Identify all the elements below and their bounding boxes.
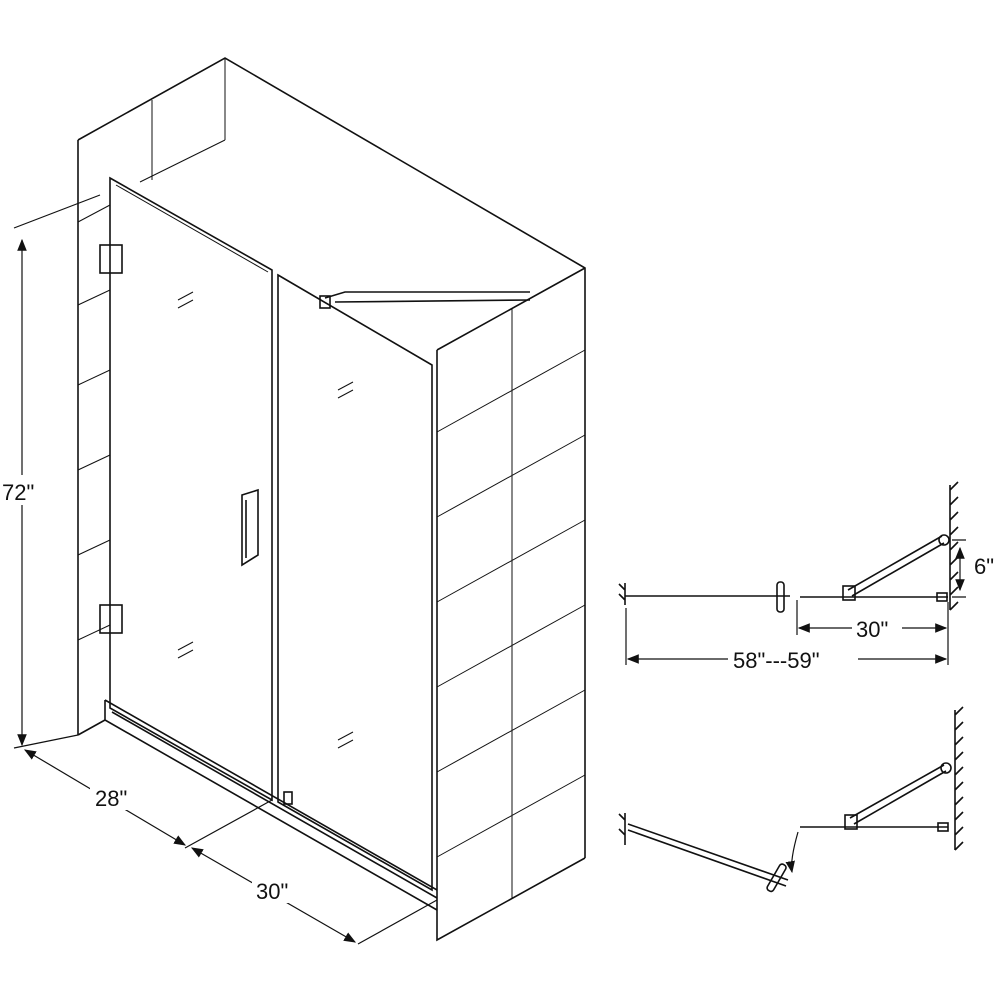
total-width-label: 58"---59" <box>733 648 820 673</box>
hinged-door <box>99 176 273 802</box>
top-hinge <box>99 244 123 274</box>
swing-arrow <box>785 831 799 874</box>
height-label: 72" <box>2 480 34 505</box>
depth-left-label: 28" <box>95 786 127 811</box>
back-wall <box>77 57 586 858</box>
brace-offset-label: 6" <box>974 554 994 579</box>
depth-dimension: 28" 30" <box>23 749 438 945</box>
isometric-view: 72" 28" 30" <box>0 57 586 945</box>
handle <box>776 581 785 613</box>
height-dimension: 72" <box>0 194 101 749</box>
handle-open <box>766 863 787 893</box>
fixed-panel <box>277 273 531 892</box>
bottom-hinge <box>99 604 123 634</box>
plan-view-closed: 6" 30" 58"---59" <box>618 481 1000 673</box>
door-handle <box>241 488 259 567</box>
plan-view-open <box>618 706 964 893</box>
support-bar <box>324 291 531 303</box>
base-threshold <box>104 699 438 911</box>
fixed-panel-width-label: 30" <box>856 617 888 642</box>
depth-right-label: 30" <box>256 879 288 904</box>
right-wall <box>436 267 586 942</box>
